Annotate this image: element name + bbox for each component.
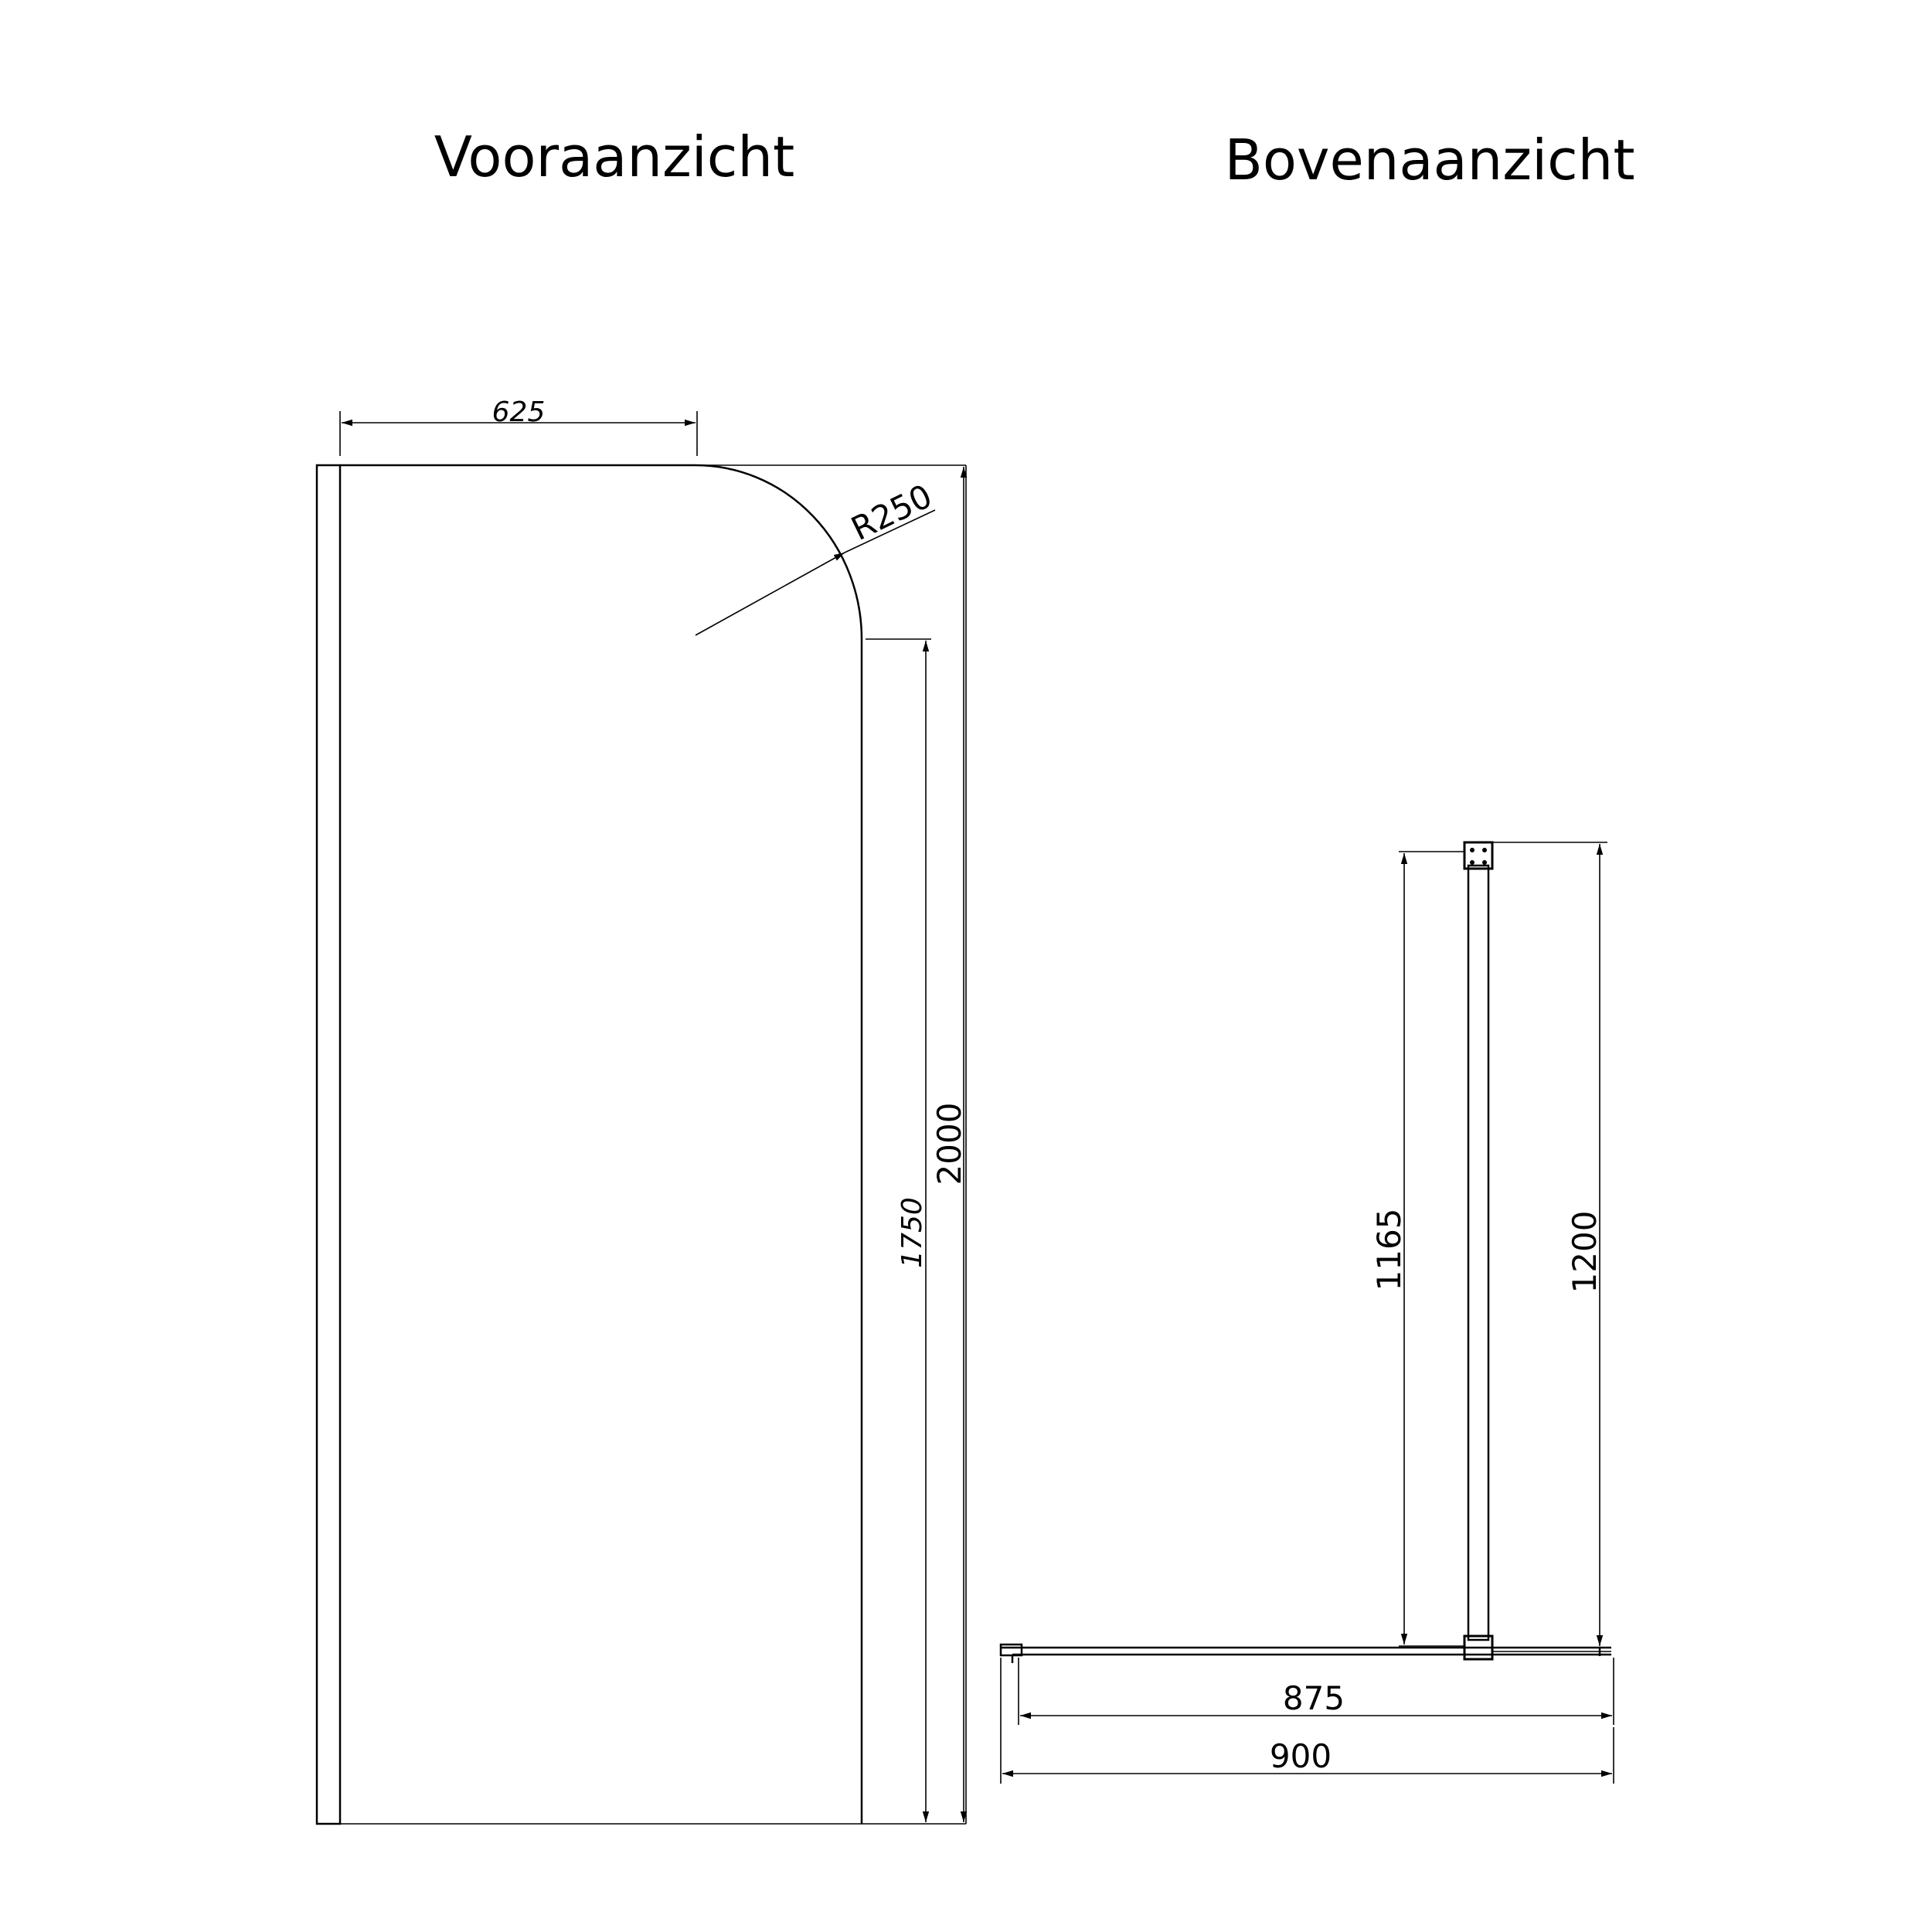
dim-900-label: 900: [1270, 1737, 1332, 1775]
screw-4: [1482, 860, 1487, 865]
front-view: 625 R250 1750 2000: [315, 396, 968, 1825]
top-view-title: Bovenaanzicht: [1224, 128, 1634, 192]
screw-3: [1470, 860, 1475, 865]
dim-1750-label: 1750: [896, 1197, 928, 1268]
dim-1200-label: 1200: [1566, 1211, 1604, 1294]
bottom-clamp: [1463, 1634, 1494, 1661]
dim-2000-label: 2000: [930, 1103, 968, 1185]
radius-leader: [695, 552, 845, 636]
radius-leader-ext: [844, 509, 936, 553]
dim-625-label: 625: [492, 396, 546, 428]
glass-panel: [340, 464, 863, 1824]
front-view-title: Vooraanzicht: [434, 124, 795, 189]
support-arm: [1467, 864, 1490, 1641]
screw-2: [1482, 848, 1487, 852]
dim-875-label: 875: [1283, 1679, 1345, 1717]
top-view: 1165 1200 875 900: [999, 841, 1614, 1784]
radius-label: R250: [845, 477, 938, 548]
dim-1165-label: 1165: [1370, 1209, 1408, 1291]
top-wall-mount: [1463, 841, 1494, 870]
wall-bracket: [999, 1643, 1023, 1657]
wall-profile: [315, 464, 342, 1825]
screw-1: [1470, 848, 1475, 852]
